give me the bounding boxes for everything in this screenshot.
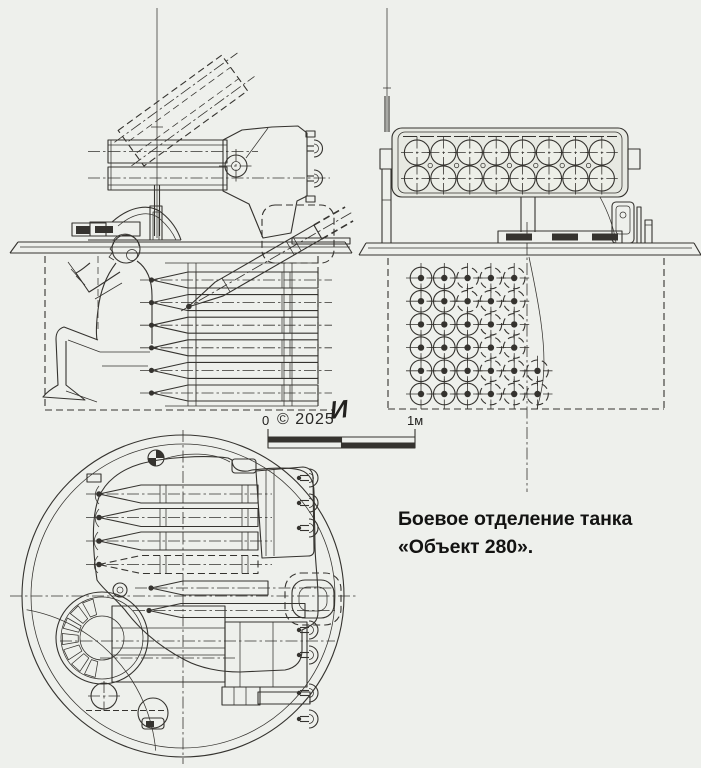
- rocket-nose-cap: [148, 345, 155, 351]
- bolt-dot: [533, 162, 539, 169]
- cable: [528, 256, 545, 410]
- rear-view: [358, 8, 701, 492]
- rocket-nose-cap: [148, 367, 155, 373]
- rocket-nose-cap: [148, 390, 155, 396]
- ammo-grid-rear: [406, 263, 553, 409]
- launcher-elevated-position: [114, 52, 255, 167]
- stowed-rocket: [151, 361, 319, 379]
- launcher-housing: [219, 125, 308, 239]
- shell-nose-cap: [96, 514, 102, 521]
- scale-zero-label: 0: [262, 413, 270, 428]
- launcher-mount: [71, 205, 182, 241]
- cable-plan: [163, 453, 231, 463]
- hatch-segment: [62, 617, 82, 633]
- crew-figure: [42, 233, 153, 403]
- loading-hatch-dashed: [261, 204, 335, 264]
- plan-view: [10, 430, 358, 764]
- hatch-segment: [71, 653, 90, 672]
- hull-outline-dashed-rear: [387, 258, 665, 410]
- hook-connector: [308, 518, 319, 538]
- stowed-rocket: [151, 294, 319, 312]
- bolt-dot: [454, 162, 460, 169]
- hook-connector: [308, 493, 319, 513]
- hook-connector: [308, 709, 319, 729]
- hook-connector: [308, 645, 319, 665]
- bolt-dot: [480, 162, 486, 169]
- bolt-dot: [506, 162, 512, 169]
- hook-connector: [308, 620, 319, 640]
- small-fittings: [86, 681, 169, 730]
- caption-line-2: «Объект 280».: [398, 535, 534, 558]
- bolt-dot: [427, 162, 433, 169]
- hatch-segment: [84, 659, 99, 678]
- ammo-rack-frame: [165, 262, 318, 407]
- signature-watermark: И: [328, 395, 350, 425]
- hull-roof-rear: [358, 242, 701, 256]
- hatch-segment: [63, 644, 83, 661]
- plan-shell-stowage: [86, 484, 272, 575]
- tray-shell: [150, 580, 269, 596]
- side-rocket-rack: [140, 271, 332, 402]
- hull-roof-side: [9, 237, 353, 254]
- caption-line-1: Боевое отделение танка: [398, 508, 633, 530]
- side-view: [9, 8, 354, 411]
- scale-bar: [267, 429, 416, 449]
- launcher-box-side: [88, 139, 330, 191]
- rocket-being-loaded: [180, 206, 354, 312]
- roof-bolt: [147, 449, 165, 467]
- bolt-dot: [586, 162, 592, 169]
- hatch-segment: [69, 605, 89, 624]
- plan-side-connectors: [296, 468, 319, 729]
- hatch-segment: [61, 633, 79, 645]
- launcher-plan-plate: [255, 466, 315, 559]
- central-housing: [60, 605, 335, 706]
- small-bracket: [86, 473, 102, 483]
- roof-equipment-boxes: [497, 230, 623, 244]
- hatch-segment: [82, 598, 97, 618]
- turret-contour: [92, 456, 319, 673]
- shell-nose-cap: [96, 538, 102, 544]
- stowed-rocket: [151, 316, 319, 334]
- shell-nose-cap: [148, 585, 154, 591]
- hook-connector: [308, 683, 319, 703]
- shell-nose-cap: [96, 491, 102, 497]
- figure-caption: Боевое отделение танка «Объект 280».: [398, 506, 648, 561]
- rear-connectors: [305, 130, 323, 203]
- scale-one-meter-label: 1м: [407, 413, 424, 428]
- top-bracket: [231, 458, 257, 474]
- plan-shell-tray: [133, 580, 335, 619]
- launcher-box-rear: [379, 127, 641, 198]
- stowed-rocket: [151, 384, 319, 402]
- launch-tube-grid: [401, 136, 618, 195]
- bolt-dot: [559, 162, 565, 169]
- shell-nose-cap: [146, 607, 152, 614]
- stowed-rocket: [151, 271, 319, 289]
- shell-nose-cap: [96, 561, 102, 568]
- stowed-rocket: [151, 339, 319, 357]
- copyright-watermark: © 2025: [277, 411, 335, 428]
- grip-handle: [284, 572, 342, 626]
- segmented-hatch: [55, 582, 149, 685]
- hook-connector: [308, 468, 319, 488]
